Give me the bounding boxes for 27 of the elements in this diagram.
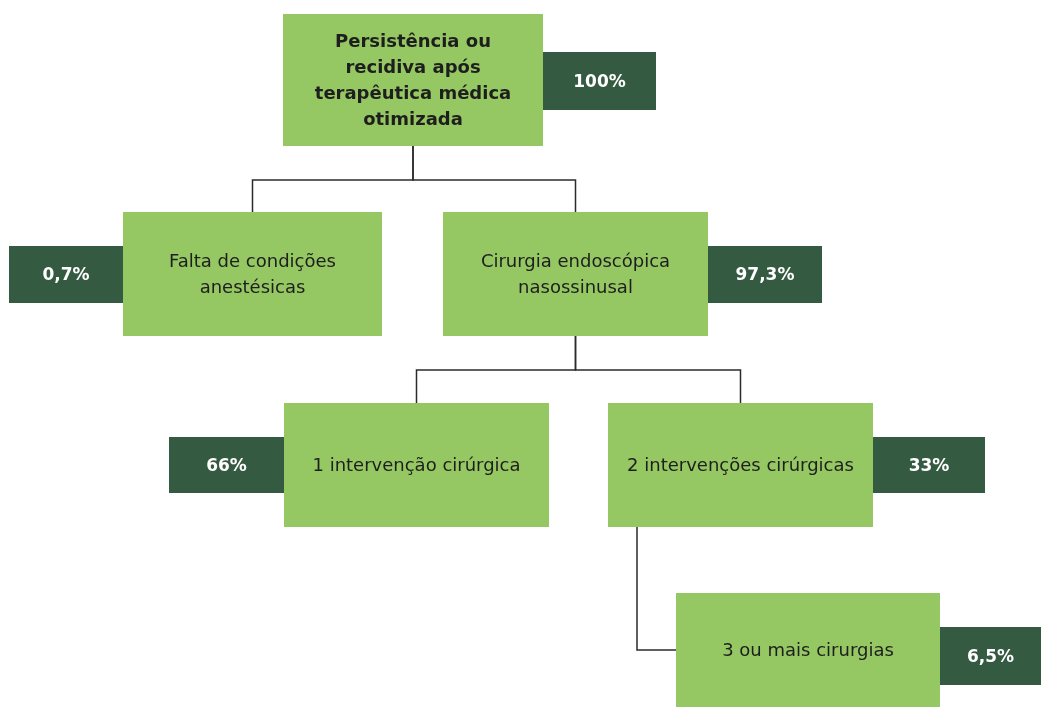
process-box [608,403,873,527]
process-box [123,212,382,336]
box-label: 66% [206,453,247,477]
box-label: 100% [573,69,626,93]
box-label: 97,3% [735,263,795,287]
percentage-box [169,437,284,493]
percentage-box [940,627,1041,685]
box-label: 33% [908,453,950,477]
box-label: 1 intervenção cirúrgica [312,452,521,477]
percentage-box [9,246,123,303]
percentage-box [873,437,985,493]
box-label: 6,5% [966,644,1015,668]
percentage-box [708,246,822,303]
box-label: 2 intervenções cirúrgicas [627,452,854,477]
box-label: 0,7% [42,263,90,287]
box-label: Persistência ou recidiva após terapêutica médica otimizada [313,28,513,132]
box-label: Falta de condições anestésicas [168,248,337,299]
process-box [283,14,543,146]
box-label: Cirurgia endoscópica nasossinusal [479,248,672,299]
connector-line [636,526,677,651]
connector-line [412,145,577,213]
box-label: 3 ou mais cirurgias [722,637,894,662]
process-box [443,212,708,336]
connector-line [574,335,742,404]
process-box [676,593,940,707]
process-box [284,403,549,527]
percentage-box [543,52,656,110]
